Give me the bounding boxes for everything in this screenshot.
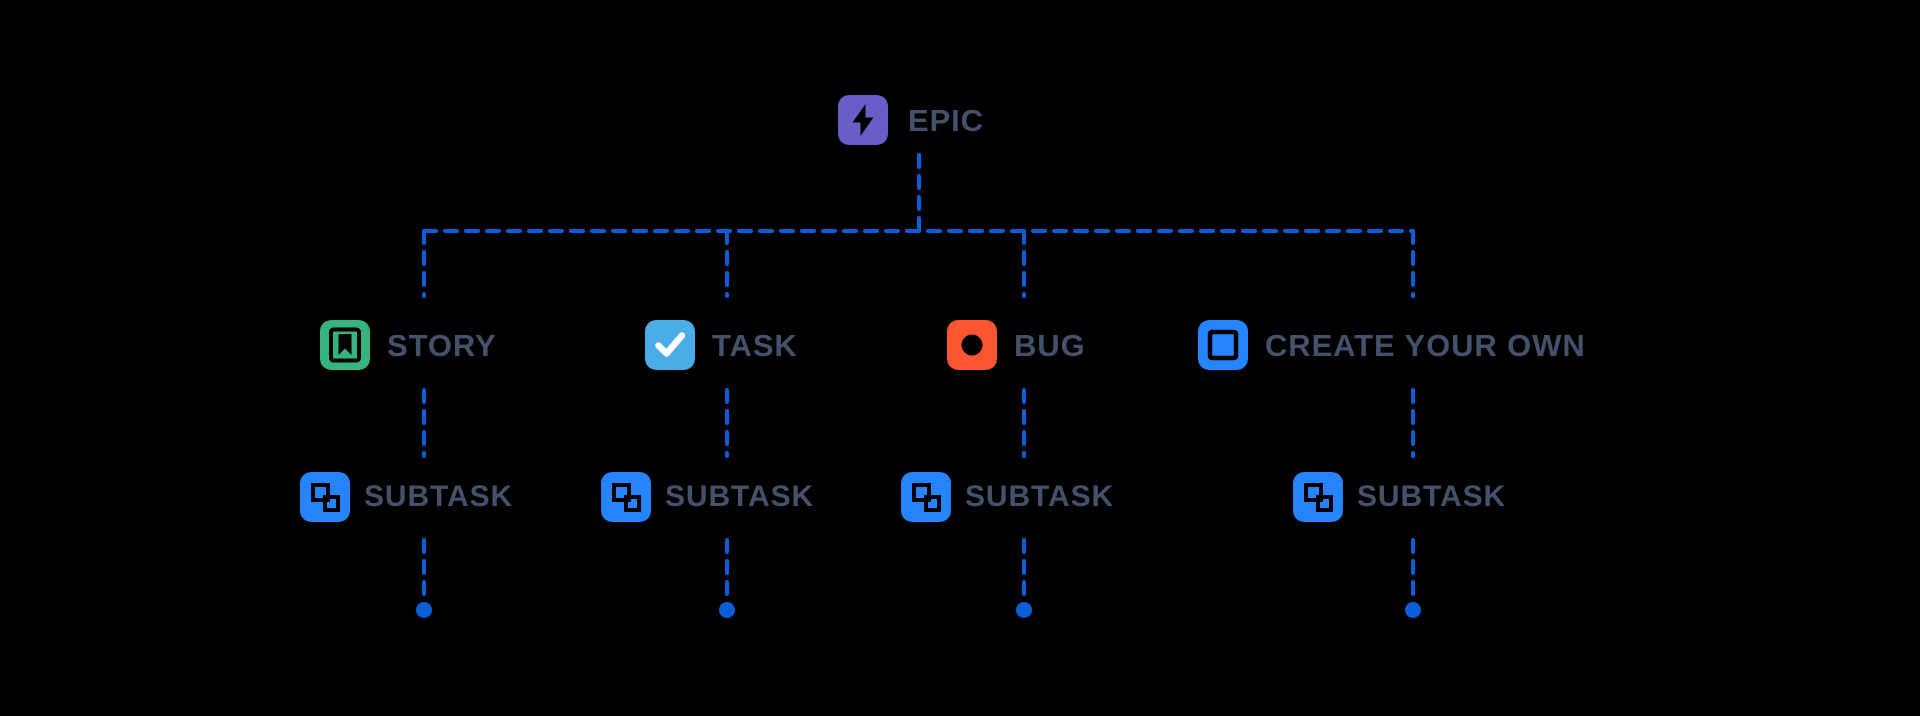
node-subtask-3[interactable]: SUBTASK [901,472,1114,522]
subtask-squares-icon [601,472,651,522]
create-your-own-square-icon [1198,320,1248,370]
node-label-subtask-2: SUBTASK [665,480,815,513]
node-subtask-2[interactable]: SUBTASK [601,472,814,522]
endpoint-dot-4 [1405,602,1421,618]
node-epic[interactable]: EPIC [838,95,984,145]
node-label-bug: BUG [1014,327,1086,363]
node-label-subtask-4: SUBTASK [1357,480,1507,513]
epic-lightning-icon [838,95,888,145]
node-story[interactable]: STORY [320,320,497,370]
node-subtask-4[interactable]: SUBTASK [1293,472,1506,522]
subtask-squares-icon [1293,472,1343,522]
subtask-squares-icon [300,472,350,522]
bug-circle-icon [947,320,997,370]
endpoint-dot-2 [719,602,735,618]
node-label-story: STORY [387,327,497,363]
node-label-epic: EPIC [908,102,984,138]
task-check-icon [645,320,695,370]
node-label-create-your-own: CREATE YOUR OWN [1265,327,1586,363]
story-bookmark-icon [320,320,370,370]
node-create-your-own[interactable]: CREATE YOUR OWN [1198,320,1586,370]
node-label-subtask-3: SUBTASK [965,480,1115,513]
node-subtask-1[interactable]: SUBTASK [300,472,513,522]
node-label-task: TASK [712,327,798,363]
endpoint-dot-1 [416,602,432,618]
endpoint-dot-3 [1016,602,1032,618]
node-task[interactable]: TASK [645,320,798,370]
node-bug[interactable]: BUG [947,320,1086,370]
node-label-subtask-1: SUBTASK [364,480,514,513]
subtask-squares-icon [901,472,951,522]
